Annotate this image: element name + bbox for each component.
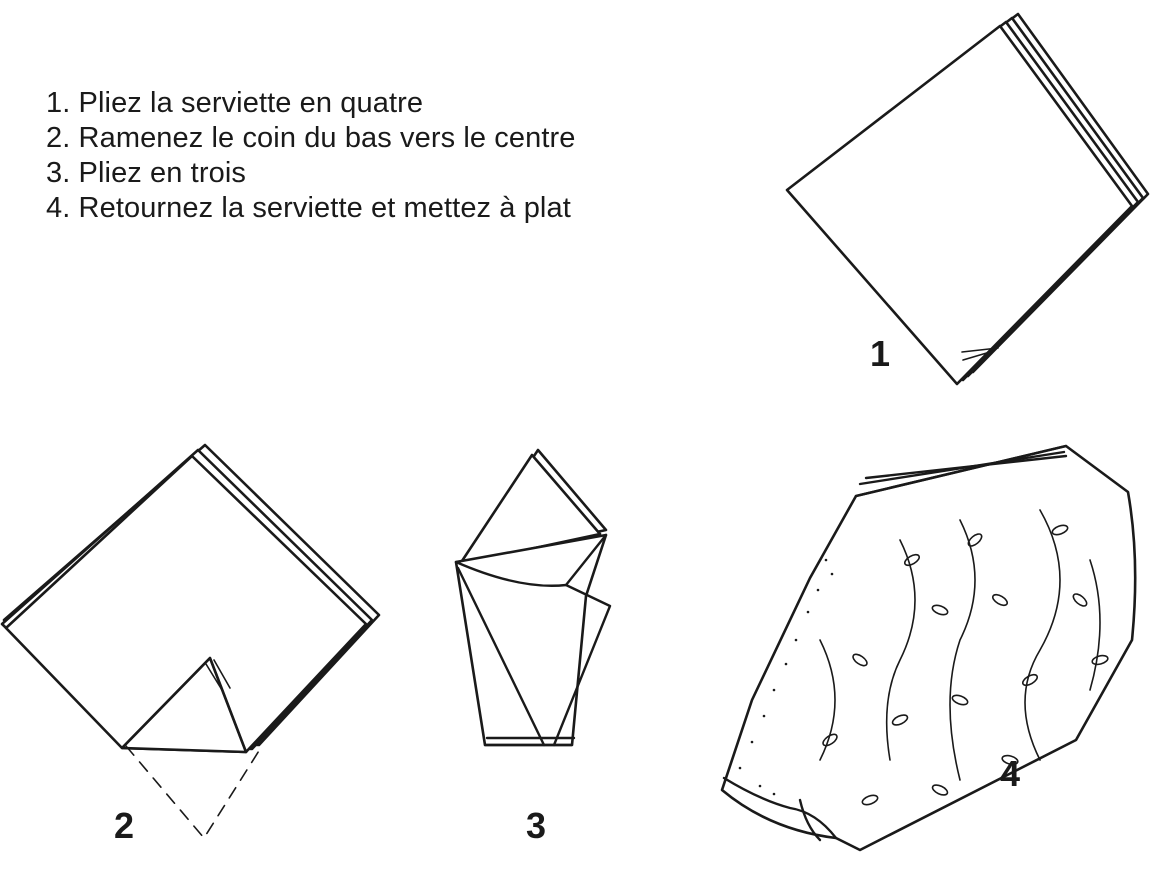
figure-number-2: 2: [114, 805, 134, 846]
step-item-2: 2. Ramenez le coin du bas vers le centre: [46, 122, 576, 154]
folding-steps-list: 1. Pliez la serviette en quatre 2. Ramen…: [46, 86, 576, 226]
flipped-patterned-napkin-icon: [720, 444, 1137, 852]
step-item-1: 1. Pliez la serviette en quatre: [46, 87, 424, 119]
three-fold-napkin-icon: [454, 448, 612, 747]
figure-number-1: 1: [870, 333, 890, 374]
step-item-4: 4. Retournez la serviette et mettez à pl…: [46, 192, 571, 224]
figure-number-3: 3: [526, 805, 546, 846]
figure-number-4: 4: [1000, 753, 1020, 794]
bottom-corner-folded-napkin-icon: [0, 443, 381, 840]
step-item-3: 3. Pliez en trois: [46, 157, 246, 189]
folded-square-napkin-icon: [785, 12, 1150, 386]
